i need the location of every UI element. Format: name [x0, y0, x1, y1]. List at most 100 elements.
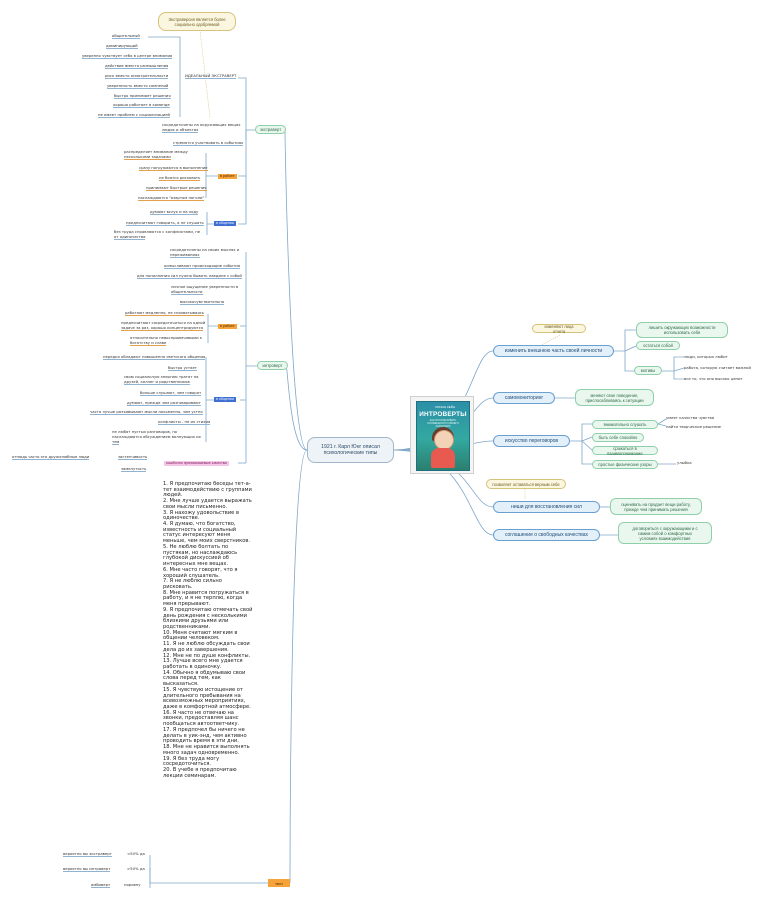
negot-sub: умеет качества чувства [666, 415, 715, 420]
extravert-branch[interactable]: экстраверт [255, 125, 286, 134]
intro-item[interactable]: высокочувствительна [180, 299, 225, 305]
introvert-work-tag[interactable]: в работе [218, 324, 237, 329]
negot-item[interactable]: внимательно слушать [592, 420, 658, 429]
intro-comm-item[interactable]: друзей, коллег и родственников [124, 379, 190, 385]
extravert-comm-tag[interactable]: в общении [214, 221, 236, 226]
selfmon-item[interactable]: меняют свое поведение,приспосабливаясь к… [575, 389, 654, 406]
motive-item: работа, которую считает важной [684, 365, 751, 370]
book-cover-image: СЮЗАН КЕЙН ИНТРОВЕРТЫ КАК ИСПОЛЬЗОВАТЬ О… [410, 396, 474, 474]
intro-comm-item[interactable]: тем [112, 439, 120, 445]
niche-item[interactable]: оценивать на продает вещи работу,прежде … [610, 498, 702, 515]
work-item[interactable]: несколькими задачами [124, 154, 171, 160]
extravert-work-tag[interactable]: в работе [218, 174, 237, 179]
intro-comm-item: не любят пустых разговоров, но [112, 429, 177, 434]
change-item-stay[interactable]: остаться собой [636, 341, 680, 350]
extravert-callout[interactable]: Экстраверсия является более социально од… [158, 12, 236, 31]
introvert-comm-tag[interactable]: в общении [214, 397, 236, 402]
ideal-item[interactable]: действие вместо размышления [105, 63, 169, 69]
negot-sub: найти творческое решение [666, 424, 722, 429]
intro-work-item: относительно невосприимчивыми к [130, 335, 203, 340]
work-item[interactable]: принимают быстрые решения [146, 185, 207, 191]
intro-comm-item[interactable]: часто лучше разъявывают мысли письменно,… [90, 409, 203, 415]
intro-work-item[interactable]: работают медленно, не спохватываясь [125, 310, 204, 316]
change-item-line: лишить окружающих возможности [648, 325, 716, 330]
selfmon-line: приспосабливаясь к ситуации [585, 397, 644, 403]
change-item-line: использовать себя [663, 330, 701, 335]
branch-change-personality[interactable]: изменить внешнюю часть своей личности [493, 345, 614, 357]
niche-line: оценивать на продает вещи работу, [621, 501, 691, 507]
quality-item[interactable]: замкнутость [121, 466, 147, 472]
branch-restore-niches[interactable]: ниши для восстановления сил [493, 501, 600, 513]
root-topic[interactable]: 1921 г. Карл Юнг описал психологические … [307, 437, 394, 463]
change-item-motives[interactable]: мотивы [634, 366, 662, 375]
ideal-item[interactable]: быстро принимает решения [114, 93, 171, 99]
ideal-extravert-label[interactable]: ИДЕАЛЬНЫЙ ЭКСТРАВЕРТ [185, 73, 237, 79]
callout-true-self[interactable]: позволяет оставаться верным себе [486, 479, 566, 489]
illustration-face [434, 430, 454, 450]
ideal-item[interactable]: общительный [112, 33, 140, 39]
ideal-item[interactable]: уверенность вместо сомнений [107, 83, 169, 89]
intro-comm-item[interactable]: думают, прежде чем разговаривают [127, 400, 201, 406]
focus-line-1: сосредоточены на окружающих вещах [162, 122, 241, 127]
negot-sub: улыбка [677, 460, 692, 465]
intro-comm-item[interactable]: больше слушают, чем говорят [140, 390, 202, 396]
agree-line: самим собой о комфортных [637, 530, 693, 536]
test-result-a[interactable]: амбиверт [91, 882, 111, 888]
work-item[interactable]: сразу погружаются в выполнение [139, 165, 208, 171]
intro-item: личное ощущение уверенности в [171, 284, 239, 289]
callout-change[interactable]: изменяют лица отчета [532, 324, 586, 334]
intro-comm-item: свою социальную энергию тратят на [124, 374, 199, 379]
test-result-a[interactable]: вероятно вы интроверт [63, 866, 111, 872]
comm-item[interactable]: от одиночества [114, 234, 146, 240]
book-title: ИНТРОВЕРТЫ [419, 411, 467, 418]
ideal-item[interactable]: доминирующий [106, 43, 138, 49]
misattributed-qualities-tag[interactable]: ошибочно приписываемые качества [164, 461, 229, 466]
intro-item[interactable]: осмысливают происходящие события [164, 263, 240, 269]
book-cover: СЮЗАН КЕЙН ИНТРОВЕРТЫ КАК ИСПОЛЬЗОВАТЬ О… [416, 401, 470, 471]
intro-item[interactable]: переживаниях [170, 252, 200, 258]
negot-item[interactable]: простые физические узоры [592, 460, 658, 469]
friendly-note[interactable]: отнюдь часто это дружелюбные люди [12, 454, 90, 460]
comm-item[interactable]: предпочитают говорить, а не слушать [126, 220, 204, 226]
work-item[interactable]: наслаждаются "азартом погони" [138, 195, 205, 201]
motive-item: люди, которых любит [684, 354, 728, 359]
work-item: распределяет внимание между [124, 149, 188, 154]
work-item[interactable]: не боятся рисковать [159, 175, 201, 181]
intro-item[interactable]: общительности [171, 289, 203, 295]
branch-free-traits[interactable]: соглашение о свободных качествах [493, 529, 600, 541]
negot-item[interactable]: быть себе спокойно [592, 433, 644, 442]
motive-item: все то, что оно высоко ценит [684, 376, 743, 381]
ideal-item[interactable]: уверенно чувствует себя в центре внимани… [82, 53, 173, 59]
test-tag[interactable]: тест [268, 879, 290, 887]
intro-item: сосредоточены на своих мыслях и [170, 247, 240, 252]
ideal-item[interactable]: риск вместо осмотрительности [105, 73, 169, 79]
intro-comm-item[interactable]: конфликты - не их стихия [158, 419, 211, 425]
agree-line: условиях взаимодействия [639, 535, 691, 541]
comm-item[interactable]: думают вслух и на ходу [150, 209, 199, 215]
intro-item[interactable]: для пополнения сил нужно бывать наедине … [137, 273, 242, 279]
ideal-item[interactable]: хорошо работает в команде [113, 102, 170, 108]
intro-work-item[interactable]: задаче за раз, хорошо концентрируются [121, 325, 204, 331]
intro-work-item[interactable]: богатству и славе [130, 340, 167, 346]
ideal-item[interactable]: не имеет проблем с социализацией [98, 112, 171, 118]
test-result-b: <50% да [127, 851, 145, 856]
negot-item[interactable]: сражаться в взаимопонимание [592, 446, 658, 456]
intro-work-item: предпочитают сосредоточиться на одной [121, 320, 206, 325]
focus-line-2[interactable]: людях и объектах [162, 127, 199, 133]
intro-comm-item[interactable]: передко обладают повышенно светского общ… [103, 354, 206, 360]
test-result-a[interactable]: вероятно вы экстраверт [63, 851, 112, 857]
branch-negotiation[interactable]: искусство переговоров [493, 435, 570, 447]
agree-line: договориться с окружающими и с [632, 525, 698, 531]
book-author: СЮЗАН КЕЙН [435, 405, 456, 409]
book-subtitle: КАК ИСПОЛЬЗОВАТЬ ОСОБЕННОСТИ СВОЕГО ХАРА… [427, 419, 459, 428]
quality-item[interactable]: застенчивость [118, 454, 148, 460]
fast-item[interactable]: стремятся участвовать в событиях [173, 140, 244, 146]
comm-item: без труда справляются с конфликтами, не [114, 229, 201, 234]
branch-self-monitoring[interactable]: самомониторинг [493, 392, 555, 404]
introvert-branch[interactable]: интроверт [257, 361, 288, 370]
test-result-b: поровну [124, 882, 141, 887]
niche-line: прежде чем принимать решения [624, 506, 688, 512]
intro-comm-item[interactable]: быстро устает [168, 365, 197, 371]
